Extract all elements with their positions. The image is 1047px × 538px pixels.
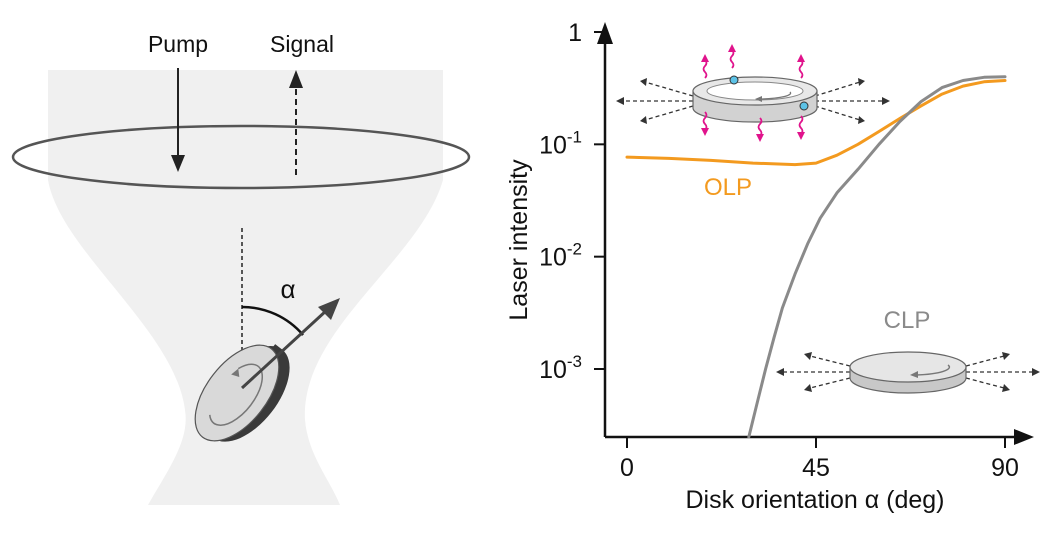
olp-inset-ring xyxy=(616,44,890,142)
y-tick-label-2: 10-1 xyxy=(539,127,582,159)
series-label-olp: OLP xyxy=(704,174,752,201)
signal-label: Signal xyxy=(270,31,334,57)
pump-arrow xyxy=(171,68,185,172)
x-tick-label-0: 0 xyxy=(620,454,634,482)
pump-label: Pump xyxy=(148,31,208,57)
intensity-chart: 0 45 90 10-3 10-2 10-1 1 OLP CLP Disk orientat… xyxy=(505,19,1040,514)
setup-panel: Pump Signal α xyxy=(11,31,471,505)
tick-layer: 0 45 90 10-3 10-2 10-1 1 xyxy=(539,19,1019,482)
series-layer xyxy=(625,75,1007,439)
olp-dashed-arrows xyxy=(624,81,882,121)
y-tick-label-3: 1 xyxy=(568,19,582,47)
angle-arc xyxy=(241,305,304,336)
beam-envelope xyxy=(48,70,443,505)
y-axis-title: Laser intensity xyxy=(505,159,533,321)
x-tick-label-45: 45 xyxy=(802,454,830,482)
tilted-disk xyxy=(194,344,290,442)
series-line-olp xyxy=(625,79,1007,167)
series-label-clp: CLP xyxy=(884,307,931,334)
x-axis-arrowhead xyxy=(1014,429,1034,445)
clp-inset-disk xyxy=(776,351,1040,394)
y-tick-label-1: 10-2 xyxy=(539,240,582,272)
y-tick-label-0: 10-3 xyxy=(539,352,582,384)
lens xyxy=(11,124,471,190)
olp-scatter-arrows xyxy=(702,49,804,137)
series-line-clp xyxy=(747,75,1007,439)
x-axis-title: Disk orientation α (deg) xyxy=(685,486,944,514)
x-tick-label-90: 90 xyxy=(991,454,1019,482)
disk-normal-arrow xyxy=(240,298,340,390)
signal-arrow xyxy=(289,70,303,175)
angle-label: α xyxy=(280,274,295,304)
